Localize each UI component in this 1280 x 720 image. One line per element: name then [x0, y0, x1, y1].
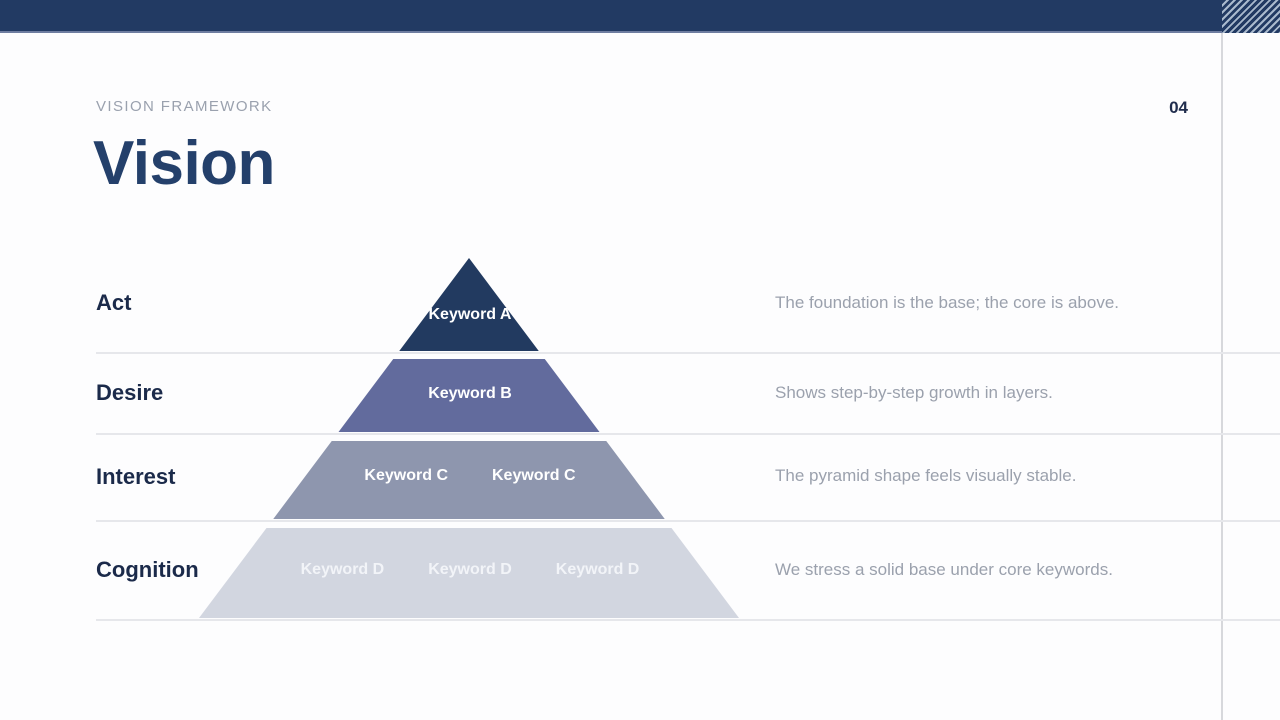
- row-divider: [96, 433, 1280, 435]
- row-description-interest: The pyramid shape feels visually stable.: [775, 466, 1077, 485]
- pyramid-layer-4-shape: [199, 528, 739, 618]
- top-accent-bar: [0, 0, 1280, 33]
- pyramid-layer-2-shape: [338, 359, 600, 432]
- right-vertical-rule: [1221, 33, 1223, 720]
- row-description-cognition: We stress a solid base under core keywor…: [775, 560, 1113, 579]
- row-label-act: Act: [96, 290, 132, 315]
- page-title: Vision: [93, 129, 275, 198]
- row-divider: [96, 619, 1280, 621]
- row-description-desire: Shows step-by-step growth in layers.: [775, 383, 1053, 402]
- row-divider: [96, 352, 1280, 354]
- pyramid-diagram: [199, 258, 739, 618]
- eyebrow-label: VISION FRAMEWORK: [96, 98, 273, 115]
- row-label-desire: Desire: [96, 380, 164, 405]
- pyramid-layer-3-shape: [273, 441, 665, 519]
- row-label-cognition: Cognition: [96, 557, 199, 582]
- row-divider: [96, 520, 1280, 522]
- row-description-act: The foundation is the base; the core is …: [775, 293, 1120, 312]
- diagonal-stripes-decoration: [1222, 0, 1280, 33]
- pyramid-layer-1-shape: [399, 258, 539, 351]
- row-label-interest: Interest: [96, 464, 176, 489]
- page-number: 04: [1169, 98, 1188, 117]
